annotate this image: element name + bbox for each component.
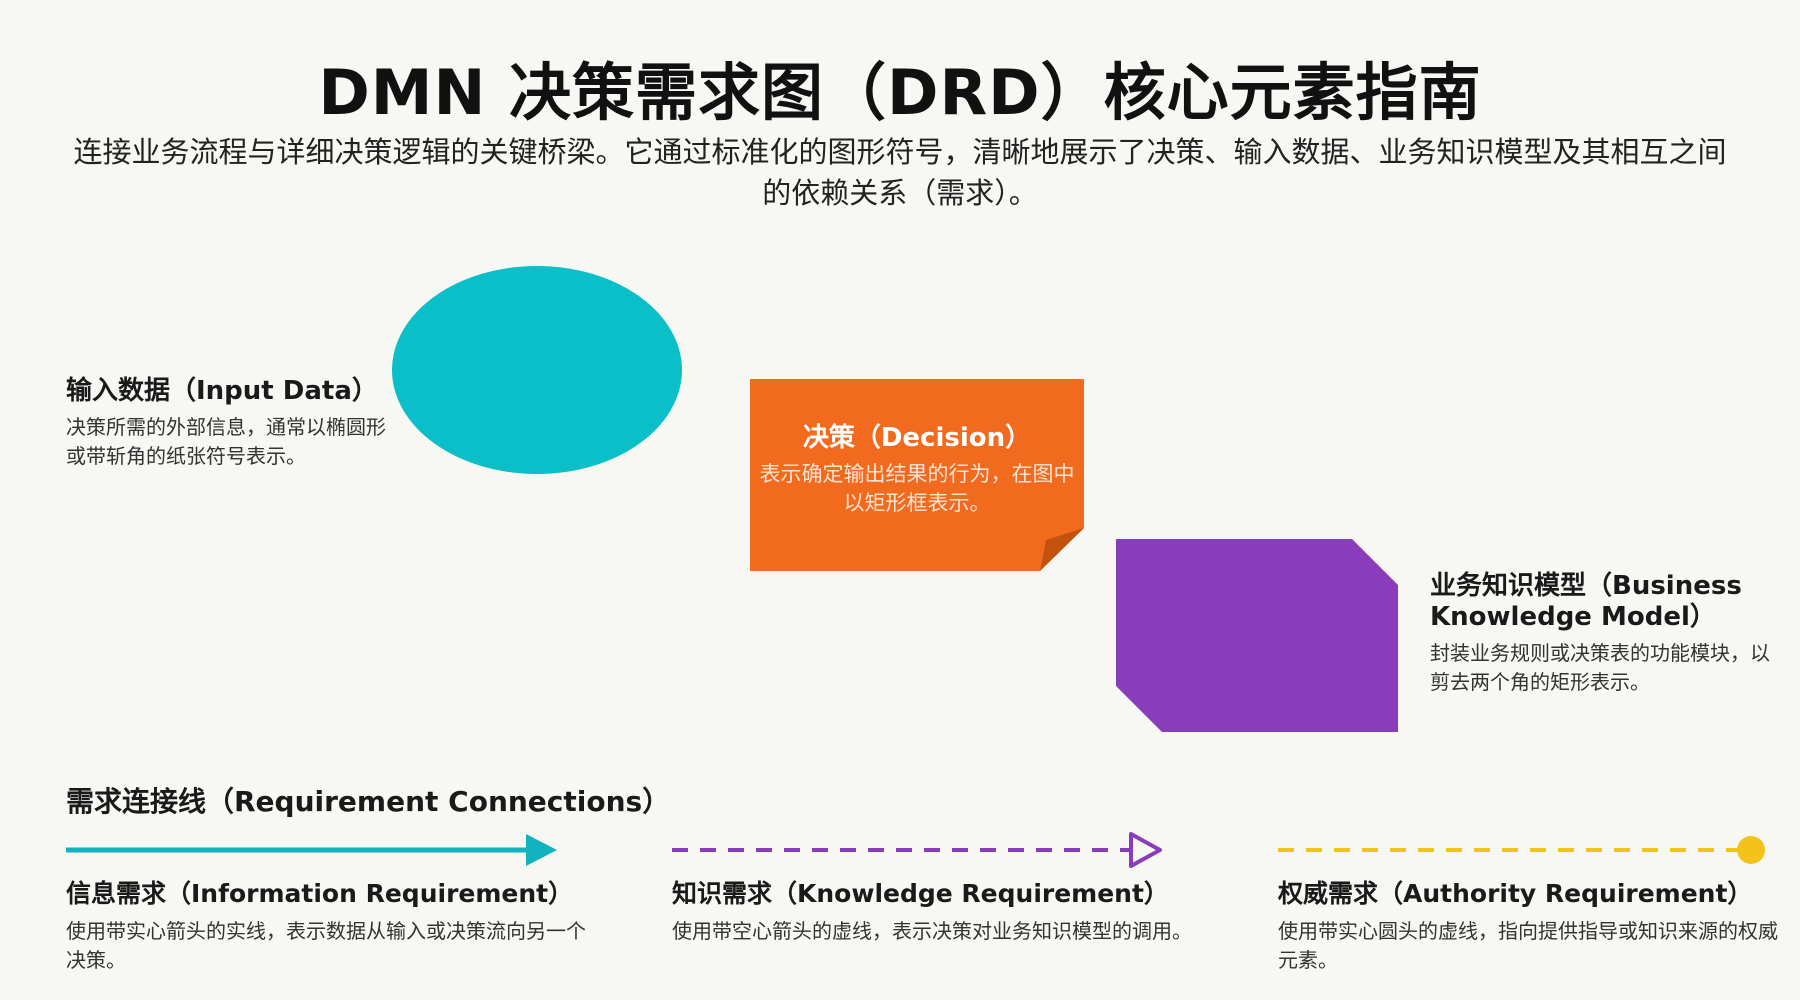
connections-heading: 需求连接线（Requirement Connections） [66,785,671,818]
decision-label: 决策（Decision） 表示确定输出结果的行为，在图中以矩形框表示。 [752,423,1082,518]
authority-requirement-label: 权威需求（Authority Requirement） 使用带实心圆头的虚线，指… [1278,878,1778,975]
page-title: DMN 决策需求图（DRD）核心元素指南 [318,56,1482,129]
information-requirement-desc: 使用带实心箭头的实线，表示数据从输入或决策流向另一个决策。 [66,919,586,972]
information-requirement-title: 信息需求（Information Requirement） [66,879,574,908]
input-data-shape [392,266,682,474]
bkm-title: 业务知识模型（Business Knowledge Model） [1430,571,1742,632]
input-data-desc: 决策所需的外部信息，通常以椭圆形或带斩角的纸张符号表示。 [66,415,386,468]
authority-requirement-desc: 使用带实心圆头的虚线，指向提供指导或知识来源的权威元素。 [1278,919,1778,972]
input-data-title: 输入数据（Input Data） [66,376,378,406]
knowledge-requirement-line [672,832,1162,868]
authority-requirement-line [1278,836,1765,864]
input-data-label: 输入数据（Input Data） 决策所需的外部信息，通常以椭圆形或带斩角的纸张… [66,376,386,471]
bkm-shape [1116,539,1398,732]
decision-desc: 表示确定输出结果的行为，在图中以矩形框表示。 [759,462,1075,515]
knowledge-requirement-title: 知识需求（Knowledge Requirement） [672,879,1169,908]
filled-circle-head-icon [1737,836,1765,864]
bkm-desc: 封装业务规则或决策表的功能模块，以剪去两个角的矩形表示。 [1430,641,1770,694]
filled-arrowhead-icon [526,834,557,866]
hollow-arrowhead-icon [1129,832,1162,868]
information-requirement-line [66,834,557,866]
decision-shape [750,379,1084,571]
bkm-label: 业务知识模型（Business Knowledge Model） 封装业务规则或… [1430,571,1770,697]
page-subtitle: 连接业务流程与详细决策逻辑的关键桥梁。它通过标准化的图形符号，清晰地展示了决策、… [73,135,1727,210]
decision-title: 决策（Decision） [802,423,1032,453]
authority-requirement-title: 权威需求（Authority Requirement） [1278,879,1753,908]
knowledge-requirement-label: 知识需求（Knowledge Requirement） 使用带空心箭头的虚线，表… [672,878,1192,946]
knowledge-requirement-desc: 使用带空心箭头的虚线，表示决策对业务知识模型的调用。 [672,919,1192,943]
information-requirement-label: 信息需求（Information Requirement） 使用带实心箭头的实线… [66,878,586,975]
